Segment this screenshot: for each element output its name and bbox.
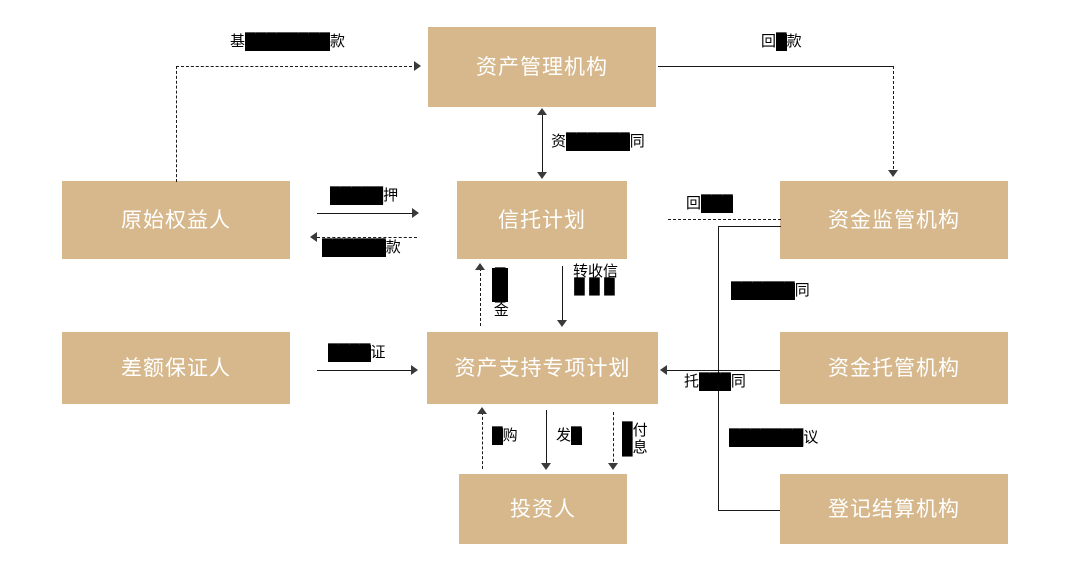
arrowhead-trust-transfer-down — [557, 320, 567, 327]
node-label: 登记结算机构 — [828, 497, 960, 521]
arrowhead-pay-principal-down — [608, 463, 618, 470]
edge-owner-to-manager-vertical — [176, 66, 177, 182]
edge-label-trust-funds-up: ██金 — [491, 268, 509, 317]
label-visible-text: 基 — [230, 33, 246, 50]
arrowhead-guarantee — [411, 365, 418, 375]
label-tail-text: 议 — [803, 429, 819, 446]
edge-right-spine — [718, 226, 719, 511]
node-asset-manager[interactable]: 资产管理机构 — [428, 27, 656, 107]
edge-owner-funds-line — [317, 237, 417, 238]
edge-pay-principal-line — [613, 412, 614, 467]
label-redacted-run: ████████ — [245, 33, 331, 51]
label-redacted-run: ██ — [491, 268, 509, 302]
edge-trust-transfer-line — [562, 266, 563, 324]
node-label: 资产支持专项计划 — [454, 356, 631, 380]
label-redacted-run: █ — [571, 427, 582, 445]
edge-label-owner-pledge: █████押 — [330, 187, 399, 205]
node-fund-supervisor[interactable]: 资金监管机构 — [780, 181, 1008, 259]
label-redacted-run: █ — [492, 427, 503, 445]
label-tail-text: 同 — [794, 282, 810, 299]
node-label: 资金托管机构 — [828, 356, 960, 380]
label-redacted-run: █████ — [330, 187, 384, 205]
node-abs-special-plan[interactable]: 资产支持专项计划 — [427, 332, 658, 404]
node-label: 资产管理机构 — [476, 55, 608, 79]
edge-manager-trust-line — [542, 113, 543, 177]
edge-spine-top-stub — [718, 226, 781, 227]
arrowhead-owner-to-manager — [414, 61, 421, 71]
label-redacted-run: ████ — [328, 344, 371, 362]
node-registrar[interactable]: 登记结算机构 — [780, 474, 1008, 544]
label-redacted-run: ███ — [699, 373, 731, 391]
node-trust-plan[interactable]: 信托计划 — [457, 181, 627, 259]
node-label: 差额保证人 — [121, 356, 231, 380]
arrowhead-manager-trust-down — [537, 172, 547, 179]
edge-label-supervisor-return: 回███ — [686, 195, 733, 213]
label-line-2: █息 — [622, 438, 648, 456]
edge-guarantee-line — [317, 370, 413, 371]
edge-label-subscribe: █购 — [492, 427, 518, 445]
label-redacted-run: ███ — [701, 195, 733, 213]
label-visible-text: 资 — [551, 133, 567, 150]
label-redacted-run: ██████ — [322, 239, 386, 257]
label-visible-text: 回 — [761, 33, 777, 50]
edge-label-custody-contract-top: ██████同 — [731, 282, 810, 300]
label-tail-text: 同 — [629, 133, 645, 150]
edge-manager-to-supervisor-horizontal — [658, 66, 894, 67]
label-tail-text: 款 — [330, 33, 346, 50]
node-label: 资金监管机构 — [828, 208, 960, 232]
label-tail-text: 款 — [385, 239, 401, 256]
edge-label-trust-transfer: 信█ 收█ 转█ — [571, 263, 618, 295]
arrowhead-owner-funds — [310, 232, 317, 242]
edge-label-pay-principal: █付 █息 — [622, 422, 648, 457]
edge-label-owner-funds: ██████款 — [322, 239, 401, 257]
label-redacted-run: ██████ — [566, 133, 630, 151]
edge-label-owner-to-manager: 基████████款 — [230, 33, 346, 51]
arrowhead-custody-contract — [660, 365, 667, 375]
arrowhead-issue-down — [541, 463, 551, 470]
edge-label-guarantee: ████证 — [328, 344, 386, 362]
edge-label-issue: 发█ — [556, 427, 582, 445]
label-line-3: 转█ — [571, 263, 588, 295]
arrowhead-subscribe-up — [477, 407, 487, 414]
label-redacted-run: ██████ — [731, 282, 795, 300]
label-redacted-run: █ — [776, 33, 787, 51]
edge-trust-funds-up-line — [480, 268, 481, 326]
label-visible-text: 托 — [684, 373, 700, 390]
label-line-1: █付 — [622, 422, 648, 439]
arrowhead-trust-funds-up — [475, 263, 485, 270]
label-line-1: 信█ — [601, 263, 618, 295]
edge-label-registrar-agreement: ███████议 — [729, 429, 819, 447]
node-fund-custodian[interactable]: 资金托管机构 — [780, 332, 1008, 404]
edge-issue-line — [546, 410, 547, 467]
label-tail-text: 证 — [370, 344, 386, 361]
node-difference-guarantor[interactable]: 差额保证人 — [62, 332, 290, 404]
arrowhead-manager-trust-up — [537, 108, 547, 115]
edge-label-manager-to-trust: 资██████同 — [551, 133, 645, 151]
node-label: 信托计划 — [498, 208, 586, 232]
label-redacted-run: ███████ — [729, 429, 804, 447]
label-visible-text: 发 — [556, 427, 572, 444]
label-tail-text: 金 — [491, 302, 509, 317]
edge-owner-pledge-line — [317, 213, 414, 214]
label-tail-text: 押 — [383, 187, 399, 204]
edge-label-custody-contract-mid: 托███同 — [684, 373, 746, 391]
edge-owner-to-manager-horizontal — [176, 66, 412, 67]
edge-label-manager-to-supervisor: 回█款 — [761, 33, 802, 51]
label-line-2: 收█ — [586, 263, 603, 295]
edge-spine-bottom-stub — [718, 510, 780, 511]
node-investor[interactable]: 投资人 — [459, 474, 627, 544]
label-tail-text: 款 — [786, 33, 802, 50]
label-tail-text: 同 — [730, 373, 746, 390]
label-visible-text: 回 — [686, 195, 702, 212]
edge-subscribe-line — [482, 412, 483, 469]
arrowhead-manager-to-supervisor — [888, 170, 898, 177]
node-original-owner[interactable]: 原始权益人 — [62, 181, 290, 259]
edge-custody-contract-line — [666, 370, 780, 371]
edge-supervisor-return-line — [668, 219, 781, 220]
arrowhead-owner-pledge — [412, 208, 419, 218]
edge-manager-to-supervisor-vertical — [893, 66, 894, 174]
label-tail-text: 购 — [502, 427, 518, 444]
node-label: 投资人 — [510, 497, 576, 521]
node-label: 原始权益人 — [121, 208, 231, 232]
